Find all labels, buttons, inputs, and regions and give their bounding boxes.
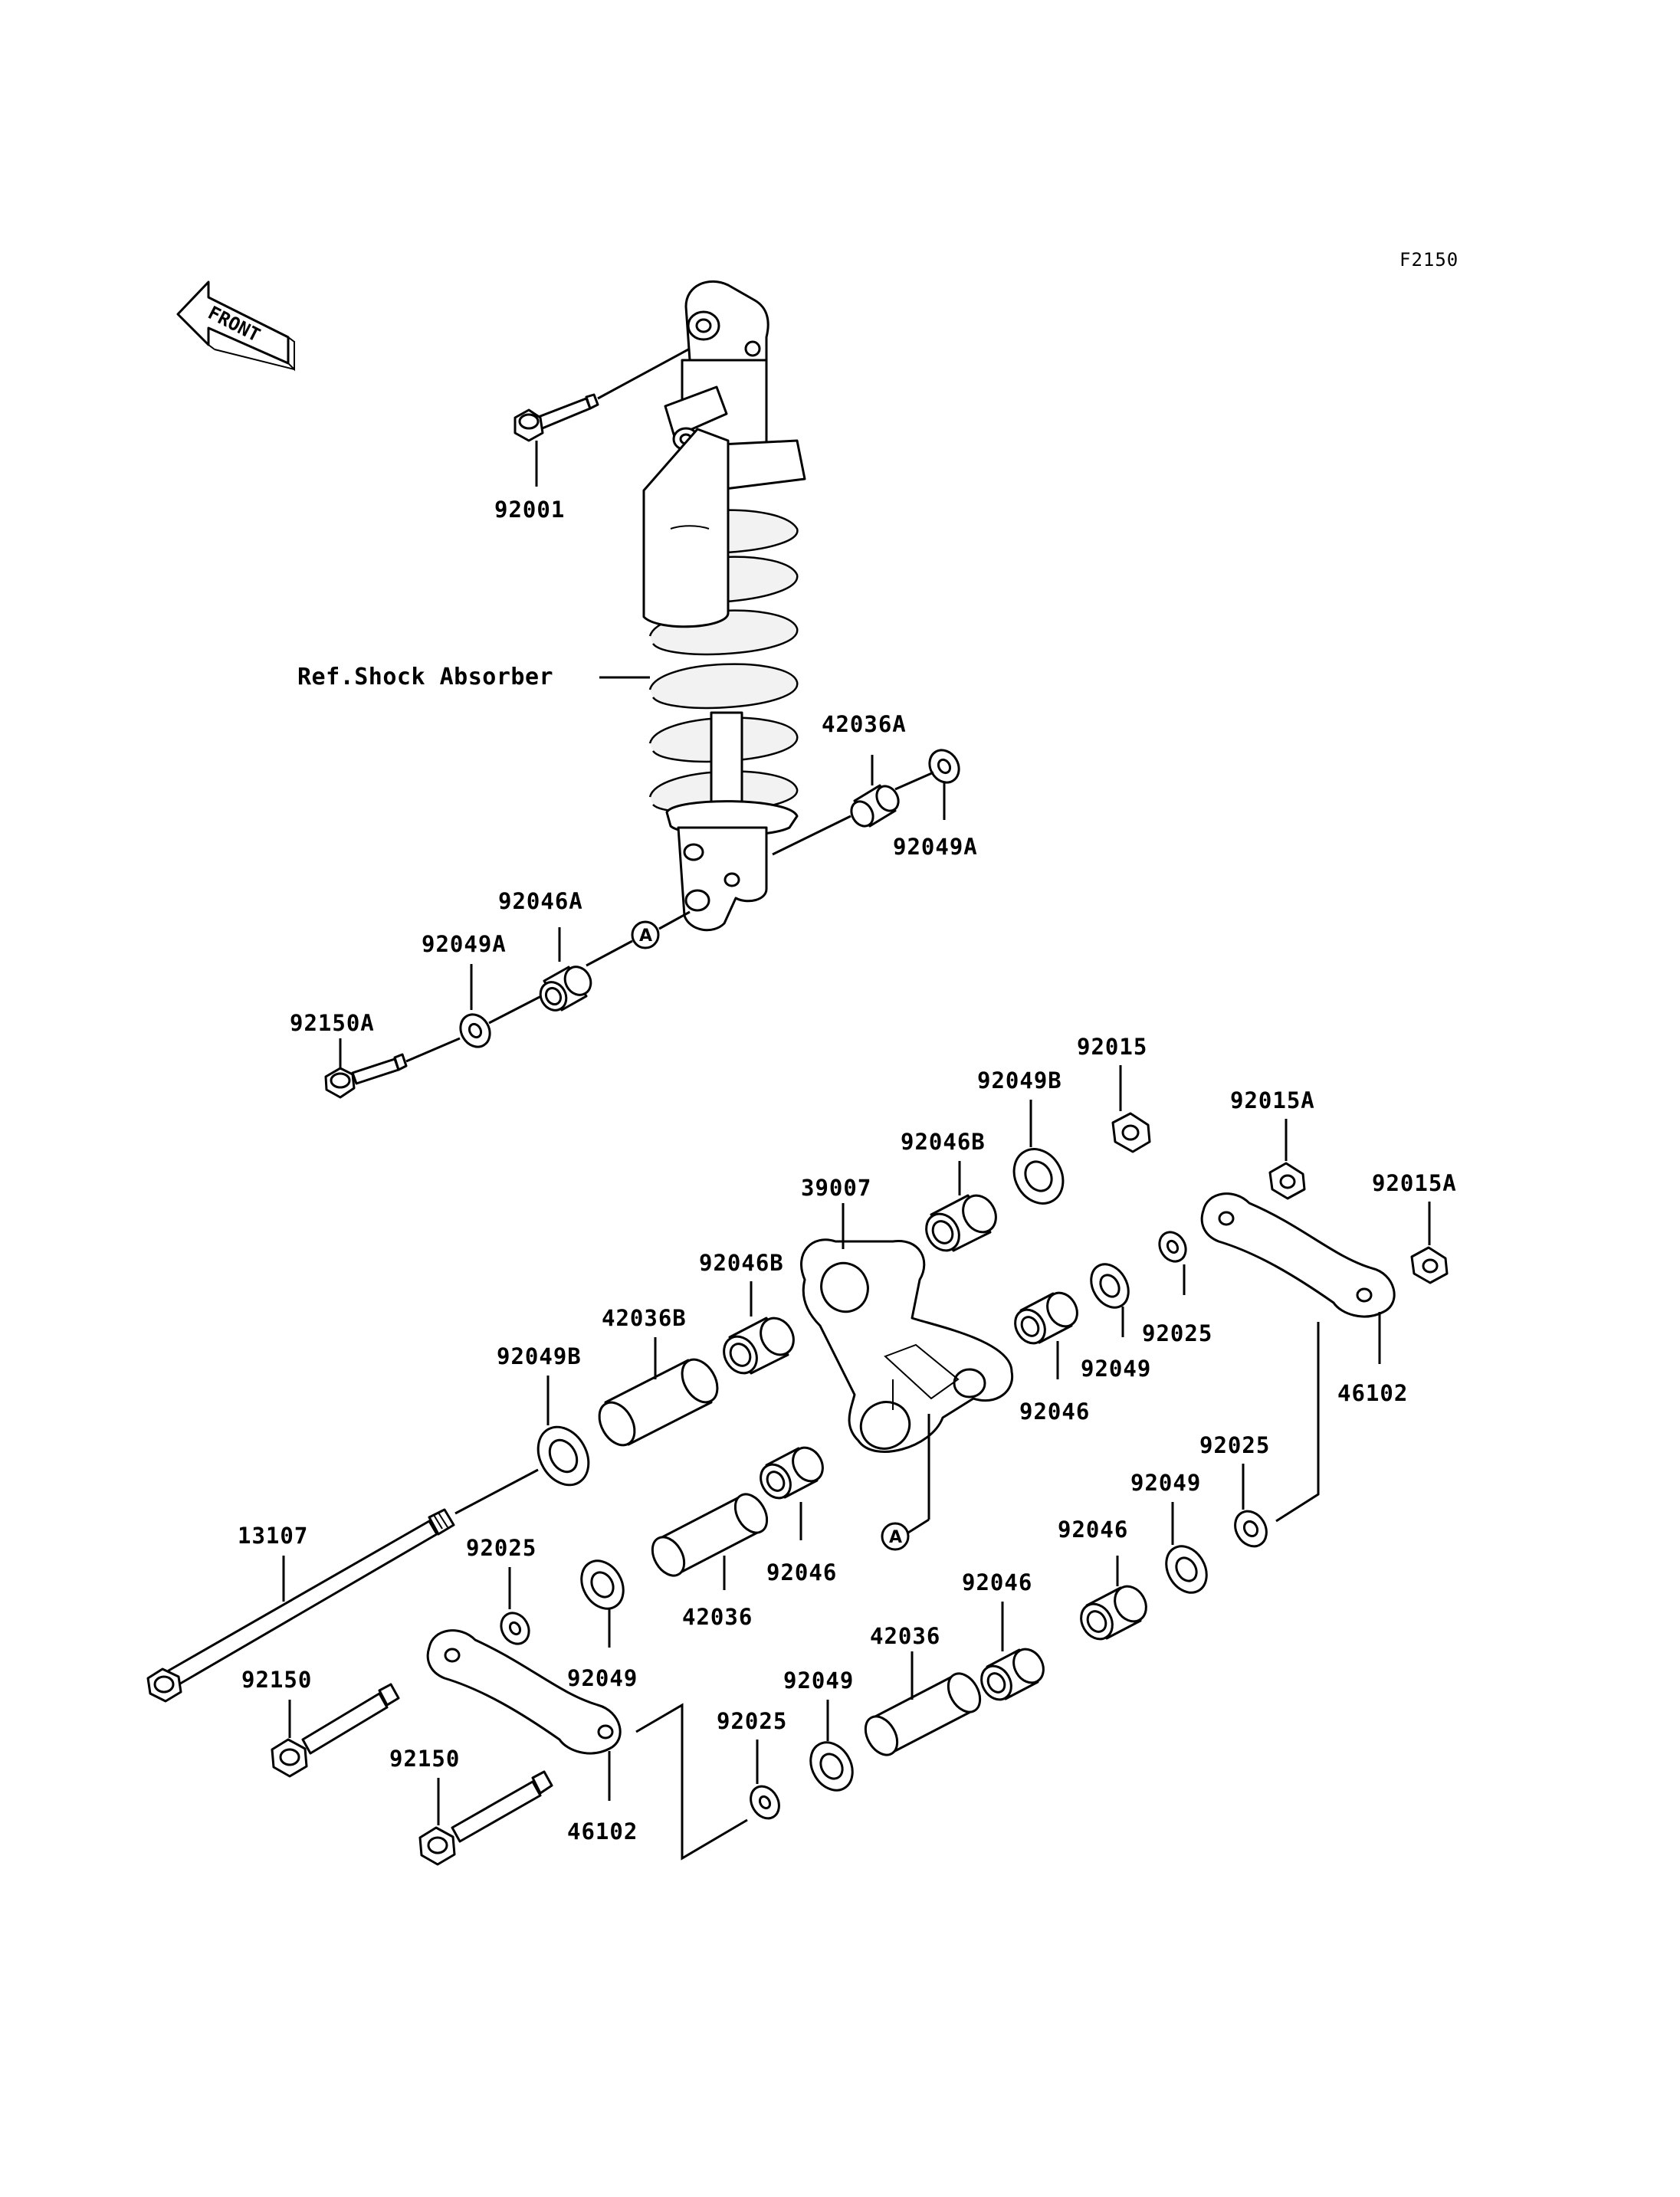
label-92046A: 92046A bbox=[498, 888, 583, 914]
label-13107: 13107 bbox=[238, 1523, 308, 1549]
bolt-92001 bbox=[514, 393, 599, 442]
svg-text:A: A bbox=[639, 926, 652, 946]
svg-text:A: A bbox=[889, 1528, 902, 1547]
bearing-92046B-left bbox=[723, 1317, 795, 1375]
label-92049A-right: 92049A bbox=[893, 834, 978, 860]
label-92046-low: 92046 bbox=[962, 1569, 1032, 1595]
front-arrow-icon: FRONT bbox=[176, 280, 295, 372]
seal-92049B-top bbox=[1012, 1148, 1065, 1205]
seal-92049A-right bbox=[928, 749, 960, 784]
bearing-92046-center bbox=[760, 1446, 824, 1500]
collar-42036-low bbox=[864, 1672, 982, 1756]
washer-92025-left bbox=[500, 1612, 530, 1645]
bolt-92150A bbox=[324, 1053, 408, 1099]
bearing-92046B-top bbox=[925, 1194, 997, 1252]
label-92025-right: 92025 bbox=[1142, 1320, 1212, 1346]
label-92049-right: 92049 bbox=[1130, 1470, 1201, 1496]
axle-13107 bbox=[146, 1508, 455, 1703]
link-46102-right bbox=[1200, 1192, 1396, 1318]
collar-42036-center bbox=[651, 1493, 769, 1577]
label-42036A: 42036A bbox=[822, 711, 907, 737]
label-92150A: 92150A bbox=[290, 1010, 375, 1036]
washer-92025-low bbox=[750, 1785, 780, 1820]
label-92046-center: 92046 bbox=[766, 1559, 837, 1585]
label-42036-center: 42036 bbox=[682, 1604, 753, 1630]
label-92001: 92001 bbox=[494, 497, 565, 523]
washer-92025-mid bbox=[1234, 1510, 1268, 1548]
label-92049-low: 92049 bbox=[783, 1667, 854, 1694]
seal-92049-left bbox=[580, 1559, 625, 1610]
label-46102-left: 46102 bbox=[567, 1818, 638, 1844]
figure-code: F2150 bbox=[1399, 249, 1459, 271]
label-92046B-top: 92046B bbox=[901, 1129, 986, 1155]
label-92150-1: 92150 bbox=[241, 1667, 312, 1693]
label-42036B: 42036B bbox=[602, 1305, 687, 1331]
label-92150-2: 92150 bbox=[389, 1746, 460, 1772]
label-92046-lowright: 92046 bbox=[1058, 1517, 1128, 1543]
bearing-92046A bbox=[539, 966, 592, 1012]
washer-92025-right bbox=[1158, 1231, 1187, 1263]
label-92025-low: 92025 bbox=[717, 1708, 787, 1734]
label-92049B-top: 92049B bbox=[977, 1067, 1062, 1094]
label-92046B-left: 92046B bbox=[699, 1250, 784, 1276]
bolt-92150-2 bbox=[418, 1770, 553, 1866]
label-92049-mid: 92049 bbox=[1081, 1356, 1151, 1382]
seal-92049A-left bbox=[459, 1013, 491, 1048]
seal-92049-mid bbox=[1090, 1263, 1130, 1309]
label-92015A-1: 92015A bbox=[1230, 1087, 1315, 1113]
bearing-92046-low bbox=[980, 1648, 1045, 1701]
label-92046-mid: 92046 bbox=[1019, 1399, 1090, 1425]
label-92015: 92015 bbox=[1077, 1034, 1147, 1060]
seal-92049B-left bbox=[536, 1425, 590, 1487]
collar-42036B bbox=[598, 1358, 719, 1447]
rocker-arm-39007 bbox=[800, 1238, 1014, 1453]
label-92025-mid: 92025 bbox=[1199, 1432, 1270, 1458]
bearing-92046-lowright bbox=[1080, 1585, 1147, 1641]
label-92049A-left: 92049A bbox=[422, 931, 507, 957]
label-92015A-2: 92015A bbox=[1372, 1170, 1457, 1196]
label-42036-low: 42036 bbox=[870, 1623, 940, 1649]
seal-92049-low bbox=[809, 1741, 854, 1792]
label-92049-left: 92049 bbox=[567, 1665, 638, 1691]
nut-92015 bbox=[1111, 1112, 1151, 1153]
nut-92015A-2 bbox=[1410, 1246, 1449, 1284]
reference-label: Ref.Shock Absorber bbox=[297, 664, 553, 690]
callout-a-bottom: A bbox=[881, 1522, 910, 1551]
seal-92049-right bbox=[1165, 1545, 1208, 1594]
label-46102-right: 46102 bbox=[1337, 1380, 1408, 1406]
shock-absorber bbox=[642, 280, 806, 932]
bearing-92046-mid bbox=[1014, 1291, 1078, 1345]
label-92049B-left: 92049B bbox=[497, 1343, 582, 1369]
label-92025-left: 92025 bbox=[466, 1535, 536, 1561]
bolt-92150-1 bbox=[271, 1683, 400, 1778]
link-46102-left bbox=[426, 1629, 622, 1755]
collar-42036A bbox=[850, 784, 900, 828]
callout-a-top: A bbox=[631, 920, 660, 949]
label-39007: 39007 bbox=[801, 1175, 871, 1201]
nut-92015A-1 bbox=[1268, 1162, 1306, 1200]
